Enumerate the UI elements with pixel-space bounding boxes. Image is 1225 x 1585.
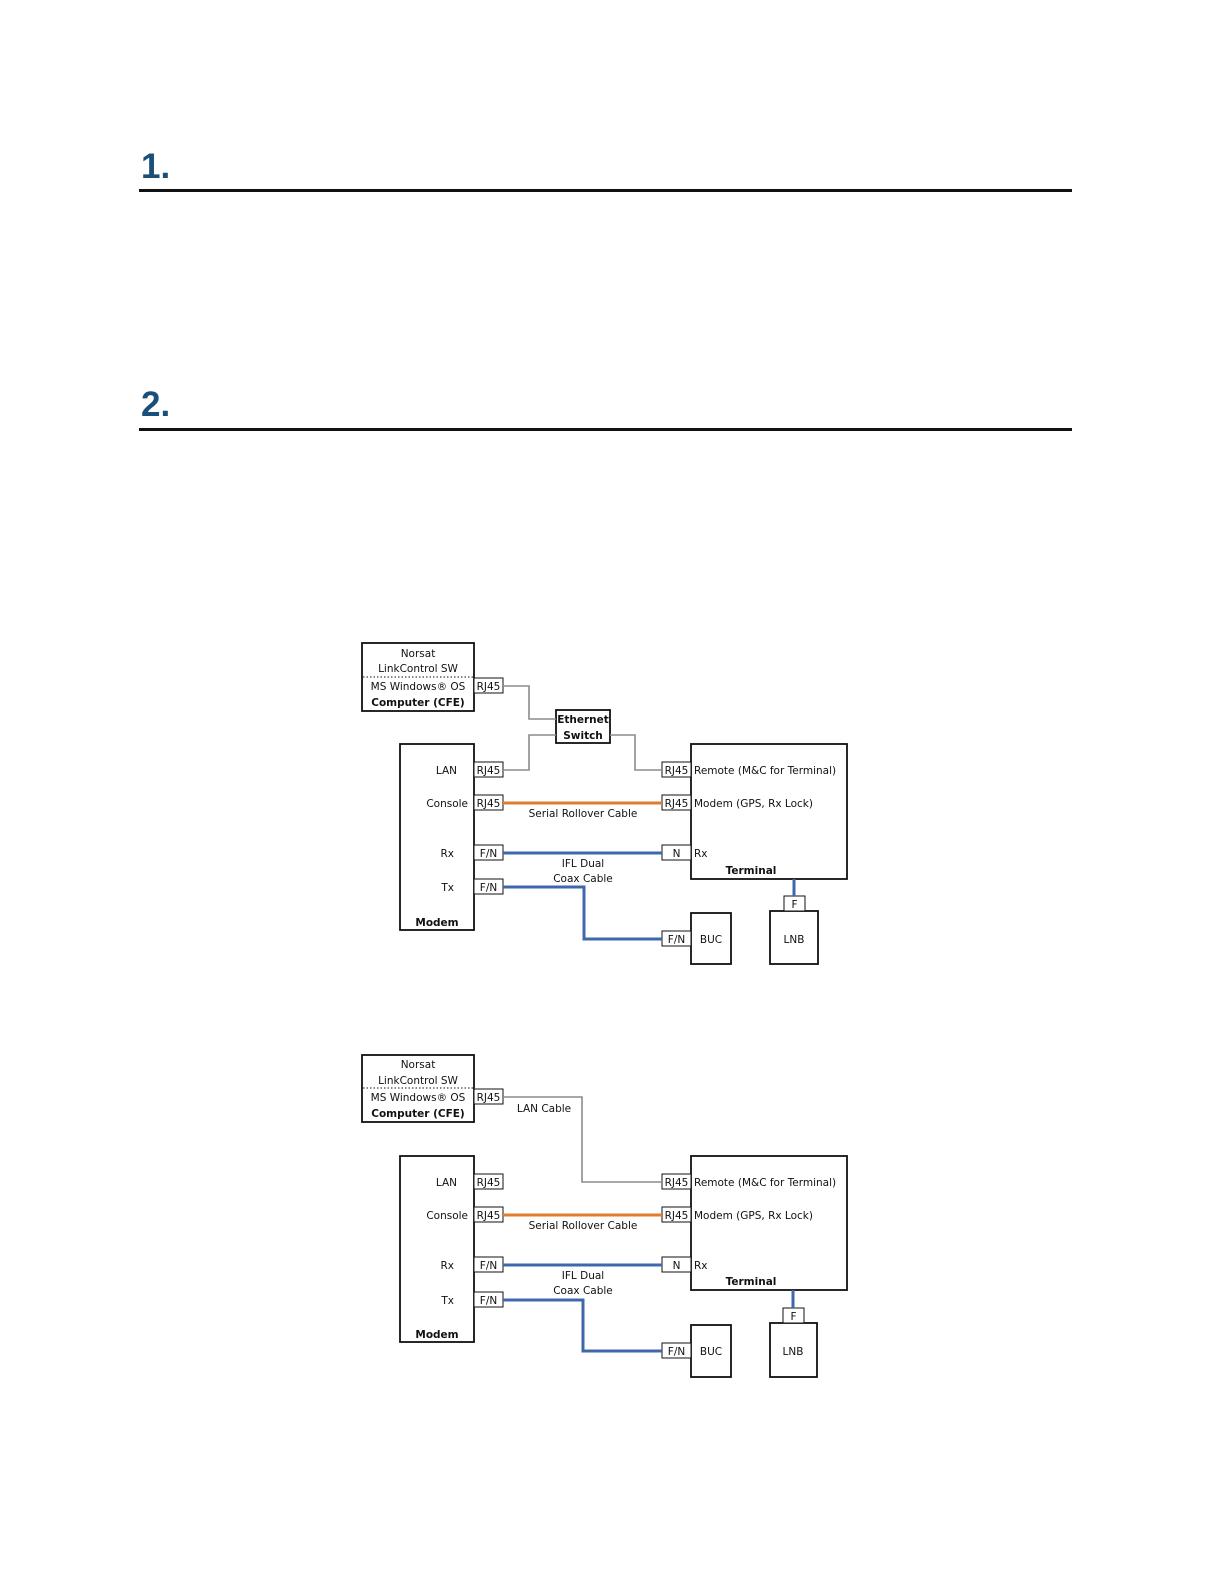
computer-port-label: RJ45 [477, 1092, 501, 1104]
lnb-label: LNB [783, 1346, 804, 1358]
computer-line3: MS Windows® OS [371, 1092, 466, 1104]
lnb-port-label: F [791, 899, 797, 911]
modem-console-port-label: RJ45 [477, 1210, 501, 1222]
coax-cable-tx [503, 885, 662, 941]
buc-port-label: F/N [668, 1346, 685, 1358]
terminal-modem-port-label: RJ45 [665, 798, 689, 810]
buc-port-label: F/N [668, 934, 685, 946]
serial-cable-label: Serial Rollover Cable [529, 808, 638, 820]
lan-cable [503, 1096, 662, 1183]
modem-console-label: Console [426, 798, 468, 810]
lnb-box: F LNB [769, 895, 819, 965]
modem-lan-label: LAN [436, 765, 457, 777]
section-heading-2: 2. [139, 385, 1072, 431]
buc-box: F/N BUC [661, 912, 732, 965]
switch-line2: Switch [563, 730, 603, 742]
modem-tx-port-label: F/N [480, 1295, 497, 1307]
connection-diagram-ethernet-switch: Norsat LinkControl SW MS Windows® OS Com… [361, 642, 848, 965]
ifl-label-line2: Coax Cable [553, 873, 613, 885]
terminal-rx-label: Rx [694, 848, 708, 860]
modem-rx-label: Rx [440, 848, 454, 860]
terminal-rx-port-label: N [673, 848, 681, 860]
connection-diagram-direct-lan: Norsat LinkControl SW MS Windows® OS Com… [361, 1054, 848, 1378]
computer-line2: LinkControl SW [378, 1075, 458, 1087]
terminal-remote-label: Remote (M&C for Terminal) [694, 765, 836, 777]
modem-tx-port-label: F/N [480, 882, 497, 894]
computer-line1: Norsat [401, 648, 436, 660]
serial-cable-label: Serial Rollover Cable [529, 1220, 638, 1232]
modem-lan-port-label: RJ45 [477, 1177, 501, 1189]
terminal-box: RJ45 Remote (M&C for Terminal) RJ45 Mode… [661, 1155, 848, 1291]
computer-line3: MS Windows® OS [371, 681, 466, 693]
modem-box: LAN Console Rx Tx Modem RJ45 RJ45 F/N F/… [399, 743, 504, 931]
section-number: 1. [141, 147, 171, 186]
lan-cable-label: LAN Cable [517, 1103, 571, 1115]
section-heading-1: 1. [139, 147, 1072, 192]
terminal-title: Terminal [726, 1276, 777, 1288]
modem-rx-port-label: F/N [480, 1260, 497, 1272]
ifl-label-line2: Coax Cable [553, 1285, 613, 1297]
modem-lan-label: LAN [436, 1177, 457, 1189]
modem-title: Modem [415, 917, 458, 929]
modem-lan-port-label: RJ45 [477, 765, 501, 777]
ethernet-switch-box: Ethernet Switch [555, 709, 611, 744]
modem-tx-label: Tx [440, 1295, 454, 1307]
lnb-box: F LNB [769, 1307, 818, 1378]
computer-line2: LinkControl SW [378, 663, 458, 675]
coax-cable-tx [503, 1298, 662, 1353]
modem-tx-label: Tx [440, 882, 454, 894]
switch-line1: Ethernet [557, 714, 609, 726]
terminal-rx-label: Rx [694, 1260, 708, 1272]
computer-line1: Norsat [401, 1059, 436, 1071]
terminal-modem-label: Modem (GPS, Rx Lock) [694, 798, 813, 810]
terminal-rx-port-label: N [673, 1260, 681, 1272]
computer-title: Computer (CFE) [371, 1108, 464, 1120]
buc-label: BUC [700, 934, 722, 946]
modem-console-label: Console [426, 1210, 468, 1222]
computer-port-label: RJ45 [477, 681, 501, 693]
computer-box: Norsat LinkControl SW MS Windows® OS Com… [361, 1054, 504, 1123]
terminal-box: RJ45 Remote (M&C for Terminal) RJ45 Mode… [661, 743, 848, 880]
terminal-remote-label: Remote (M&C for Terminal) [694, 1177, 836, 1189]
modem-rx-label: Rx [440, 1260, 454, 1272]
terminal-modem-label: Modem (GPS, Rx Lock) [694, 1210, 813, 1222]
modem-lan-port [473, 1173, 504, 1190]
lnb-port-label: F [790, 1311, 796, 1323]
computer-title: Computer (CFE) [371, 697, 464, 709]
terminal-modem-port-label: RJ45 [665, 1210, 689, 1222]
terminal-title: Terminal [726, 865, 777, 877]
buc-label: BUC [700, 1346, 722, 1358]
modem-box: LAN Console Rx Tx Modem RJ45 RJ45 F/N F/… [399, 1155, 504, 1343]
ifl-label-line1: IFL Dual [562, 1270, 604, 1282]
lnb-label: LNB [784, 934, 805, 946]
cable-switch-to-terminal [610, 734, 662, 771]
computer-box: Norsat LinkControl SW MS Windows® OS Com… [361, 642, 504, 712]
modem-rx-port-label: F/N [480, 848, 497, 860]
terminal-remote-port-label: RJ45 [665, 765, 689, 777]
terminal-remote-port-label: RJ45 [665, 1177, 689, 1189]
section-number: 2. [141, 385, 171, 424]
cable-computer-to-switch [503, 685, 556, 720]
modem-console-port-label: RJ45 [477, 798, 501, 810]
cable-modem-to-switch [503, 734, 556, 771]
ifl-label-line1: IFL Dual [562, 858, 604, 870]
modem-title: Modem [415, 1329, 458, 1341]
buc-box: F/N BUC [661, 1324, 732, 1378]
